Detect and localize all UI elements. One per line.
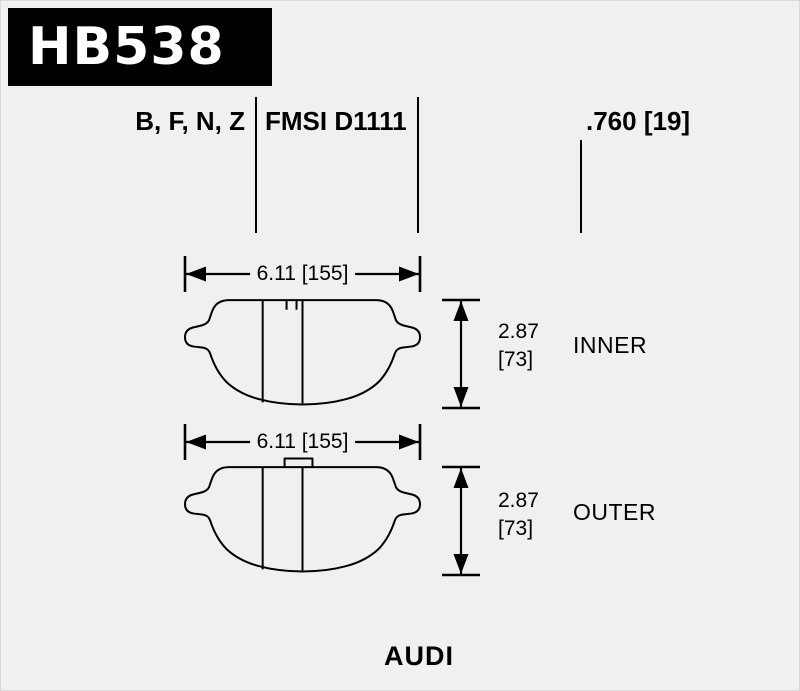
brake-pad-drawing-outer [183, 452, 422, 579]
width-dimension-label: 6.11 [155] [249, 430, 356, 454]
arrowhead-left-icon [186, 434, 206, 450]
pad-top-tab [285, 458, 313, 467]
brake-pad-drawing-inner [183, 285, 422, 412]
height-dimension-arrow [442, 465, 480, 577]
compound-codes: B, F, N, Z [135, 106, 245, 136]
pad-outline [185, 300, 420, 404]
arrowhead-left-icon [186, 266, 206, 282]
height-dimension-arrow [442, 298, 480, 410]
arrowhead-up-icon [453, 301, 469, 321]
height-dim-value: 2.87 [498, 320, 539, 343]
arrowhead-down-icon [453, 387, 469, 407]
part-number-box: HB538 [8, 8, 272, 86]
part-number: HB538 [28, 17, 225, 77]
pad-position-label-outer: OUTER [573, 499, 656, 525]
height-dimension-label-inner: 2.87 [73] [498, 318, 539, 374]
pad-position-label-inner: INNER [573, 332, 648, 358]
height-dimension-label-outer: 2.87 [73] [498, 487, 539, 543]
arrowhead-right-icon [399, 434, 419, 450]
arrowhead-right-icon [399, 266, 419, 282]
height-dim-bracket: [73] [498, 348, 534, 371]
width-dimension-label: 6.11 [155] [249, 262, 356, 286]
height-dim-value: 2.87 [498, 489, 539, 512]
divider-line-3 [580, 140, 582, 233]
pad-outline [185, 467, 420, 571]
width-dimension-outer: 6.11 [155] [183, 424, 422, 460]
divider-line-1 [255, 97, 257, 233]
vehicle-application: AUDI [384, 641, 454, 671]
pad-thickness: .760 [19] [586, 106, 691, 136]
arrowhead-up-icon [453, 468, 469, 488]
height-dimension-outer [442, 465, 480, 577]
fmsi-number: FMSI D1111 [265, 106, 407, 136]
height-dim-bracket: [73] [498, 517, 534, 540]
width-dimension-inner: 6.11 [155] [183, 256, 422, 292]
divider-line-2 [417, 97, 419, 233]
arrowhead-down-icon [453, 554, 469, 574]
height-dimension-inner [442, 298, 480, 410]
